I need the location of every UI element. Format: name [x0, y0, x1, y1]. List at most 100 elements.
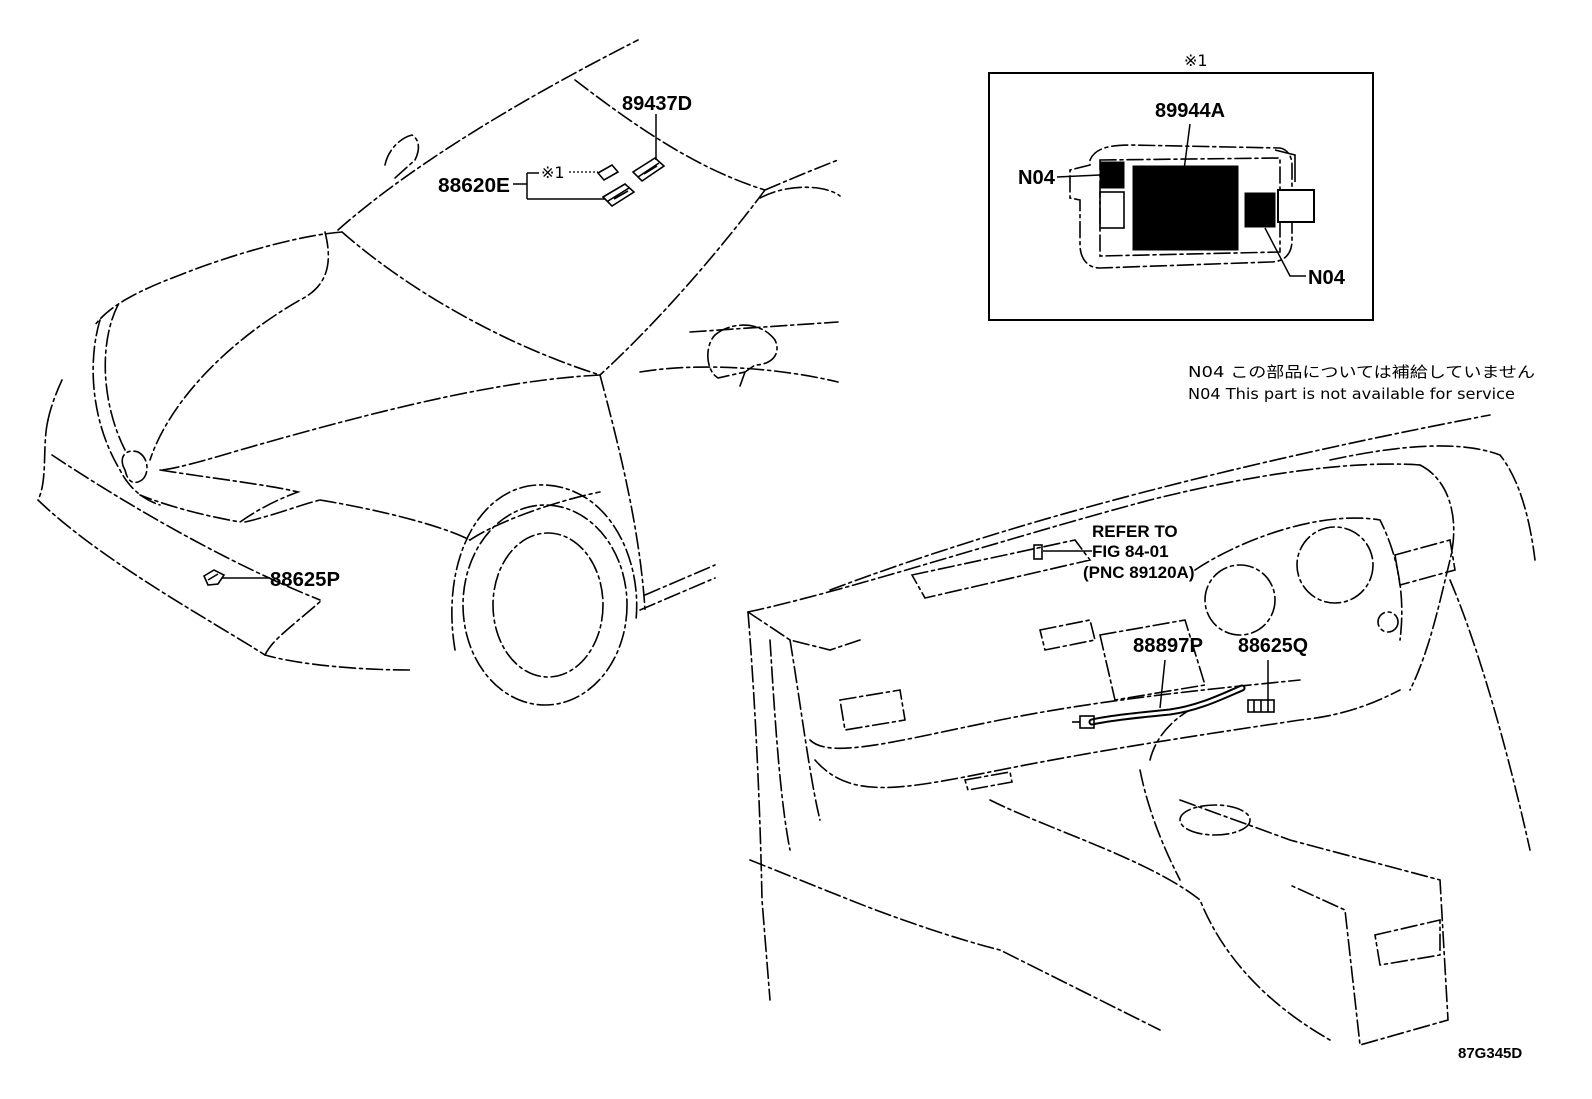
callout-N04-left[interactable]: N04: [1018, 167, 1056, 189]
leader-N04-right: [1264, 227, 1306, 277]
note-english: N04 This part is not available for servi…: [1188, 385, 1515, 403]
harness-88897P-inner: [1090, 686, 1244, 724]
grille-inner-line: [104, 304, 126, 451]
exterior-callouts: 89437D 88620E ※1 88625P: [270, 93, 692, 591]
a-pillar-line: [599, 189, 766, 376]
part-88620E-hatch: [607, 187, 630, 202]
windshield-bottom-line: [341, 231, 601, 376]
dash-lower-edge: [814, 689, 1401, 789]
leader-88897P: [1159, 659, 1166, 709]
part-88625Q-hatch: [1253, 700, 1269, 712]
rocker-sill-upper: [644, 564, 716, 596]
interior-callouts: REFER TO FIG 84-01 (PNC 89120A) 88897P 8…: [1083, 522, 1308, 657]
callout-88897P[interactable]: 88897P: [1133, 635, 1203, 657]
service-notes: N04 この部品については補給していません N04 This part is n…: [1188, 363, 1535, 403]
module-connector-black: [1244, 192, 1276, 228]
gauge-left: [1204, 564, 1276, 636]
driver-vent: [1394, 538, 1456, 587]
ref-mark-exterior: ※1: [541, 163, 565, 182]
instrument-hood: [1194, 517, 1403, 641]
windshield-base-line: [829, 414, 1491, 591]
center-vent: [1039, 619, 1096, 651]
front-tire: [462, 504, 628, 706]
cup-holder: [1179, 804, 1251, 836]
dash-side-edge: [789, 639, 821, 821]
fender-door-seam: [599, 374, 646, 611]
body-side-line: [469, 491, 601, 541]
fender-line: [319, 499, 471, 541]
door-trim-line: [1449, 579, 1531, 851]
callout-88620E[interactable]: 88620E: [438, 175, 510, 197]
center-display: [1099, 619, 1207, 701]
part-88625P-hatch: [207, 573, 219, 581]
inset-frame: [988, 72, 1374, 321]
module-left-slot: [1099, 191, 1125, 229]
part-89437D-hatch: [637, 162, 660, 178]
note-japanese: N04 この部品については補給していません: [1188, 363, 1535, 381]
gauge-right: [1296, 526, 1374, 604]
emblem-outline: [121, 450, 148, 484]
upper-trim-line: [1329, 445, 1536, 561]
steering-column: [1149, 689, 1241, 761]
refer-fig-link[interactable]: FIG 84-01: [1092, 542, 1169, 561]
bumper-lower-contour: [264, 599, 323, 656]
refer-to-text: REFER TO: [1092, 522, 1178, 541]
floor-line: [989, 799, 1331, 1041]
ref-mark-inset: ※1: [1184, 51, 1208, 70]
front-bumper-upper-line: [47, 379, 63, 421]
vehicle-interior-outline: [747, 414, 1536, 1047]
bumper-side-contour: [51, 454, 321, 601]
hood-right-edge: [159, 374, 601, 471]
part-88625P-shape: [202, 569, 226, 586]
callout-88625Q[interactable]: 88625Q: [1238, 635, 1308, 657]
dash-mid-line: [809, 679, 1301, 750]
module-connector-housing: [1277, 189, 1315, 223]
dash-top-surface: [747, 463, 1421, 613]
part-88620E-shape: [601, 183, 636, 208]
exterior-parts: [202, 114, 666, 586]
headlight-outline: [139, 469, 301, 523]
refer-pnc-text: (PNC 89120A): [1083, 563, 1195, 582]
callout-89944A[interactable]: 89944A: [1155, 100, 1225, 122]
console-front: [1139, 769, 1181, 881]
module-left-element: [1099, 161, 1125, 189]
vehicle-exterior-outline: [37, 39, 841, 706]
inset-detail: ※1 89944A N04 N04: [988, 51, 1374, 321]
module-housing-outline: [1069, 144, 1293, 269]
door-window-line: [689, 321, 839, 333]
dash-right-side: [1409, 464, 1455, 691]
part-89120A-shape: [1033, 544, 1043, 560]
leader-89944A: [1183, 123, 1191, 171]
leader-N04-left: [1056, 174, 1101, 178]
callout-88625P[interactable]: 88625P: [270, 569, 340, 591]
module-main-body: [1132, 165, 1239, 251]
front-bumper-outline: [37, 419, 411, 671]
passenger-vent: [839, 689, 906, 731]
roof-line: [337, 39, 639, 231]
glovebox-handle: [963, 771, 1013, 791]
leader-88620E: [513, 172, 605, 200]
hood-left-edge: [94, 231, 343, 326]
door-frame-line: [759, 186, 841, 199]
rocker-sill-lower: [639, 577, 716, 611]
module-tab: [1274, 149, 1296, 182]
a-pillar-outer: [747, 611, 771, 1001]
inner-mirror: [384, 134, 420, 179]
callout-N04-right[interactable]: N04: [1308, 267, 1346, 289]
wheel-arch: [451, 484, 638, 651]
interior-parts: [1033, 544, 1275, 729]
defroster-vent: [910, 539, 1092, 599]
front-wheel-rim: [492, 532, 604, 678]
a-pillar-inner: [769, 639, 791, 851]
console-rear-panel: [1374, 918, 1441, 966]
callout-89437D[interactable]: 89437D: [622, 93, 692, 115]
part-ref1-shape: [596, 163, 620, 182]
center-console: [1179, 799, 1449, 1047]
start-button: [1377, 611, 1399, 633]
headlight-lower-line: [244, 499, 321, 523]
door-belt-line: [639, 366, 839, 383]
figure-code: 87G345D: [1458, 1045, 1522, 1062]
side-mirror-stem: [739, 371, 746, 387]
